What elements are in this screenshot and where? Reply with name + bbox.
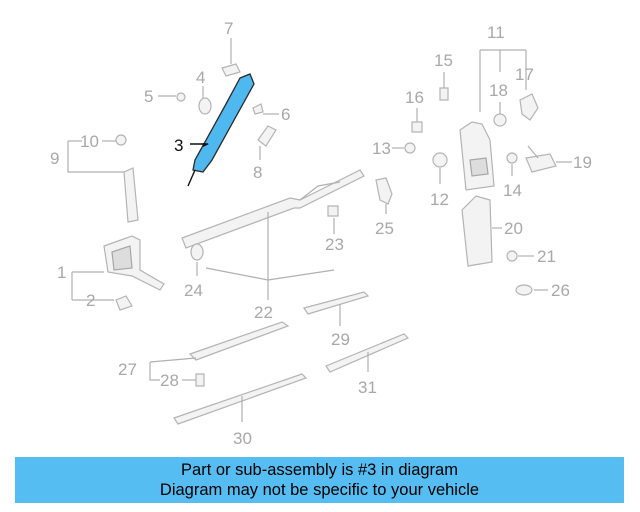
- callout-31: 31: [358, 378, 377, 397]
- part-13-nut: [392, 142, 416, 154]
- callout-14: 14: [503, 181, 522, 200]
- callout-19: 19: [573, 153, 592, 172]
- callout-9: 9: [50, 149, 59, 168]
- callout-24: 24: [184, 281, 203, 300]
- banner-line-2: Diagram may not be specific to your vehi…: [159, 481, 480, 499]
- part-18-bolt: [493, 102, 507, 127]
- parts-diagram: 3 7 4 5 6 8 9 10: [50, 19, 592, 448]
- callout-26: 26: [551, 281, 570, 300]
- callout-12: 12: [430, 190, 449, 209]
- callout-28: 28: [160, 371, 179, 390]
- info-banner: Part or sub-assembly is #3 in diagram Di…: [15, 457, 624, 503]
- callout-2: 2: [86, 291, 95, 310]
- callout-17: 17: [515, 65, 534, 84]
- part-5-clip: [158, 92, 186, 102]
- banner-line-1: Part or sub-assembly is #3 in diagram: [181, 461, 458, 479]
- part-3-pillar-trim[interactable]: [187, 73, 255, 187]
- part-31-step-plate: [325, 333, 410, 373]
- part-29-scuff-plate: [303, 291, 370, 326]
- callout-15: 15: [434, 51, 453, 70]
- part-24-grommet: [190, 243, 204, 276]
- part-16-retainer: [411, 108, 423, 133]
- part-17-anchor-cover: [519, 93, 539, 121]
- part-12-bolt: [432, 152, 448, 184]
- callout-23: 23: [325, 235, 344, 254]
- part-21-screw: [506, 250, 534, 262]
- callout-1: 1: [57, 263, 66, 282]
- callout-16: 16: [405, 88, 424, 107]
- part-14-screw: [506, 152, 518, 176]
- part-30-step-plate: [173, 373, 308, 425]
- part-6-screw: [252, 103, 279, 115]
- callout-18: 18: [489, 81, 508, 100]
- callout-11-bracket: [479, 49, 527, 112]
- part-4-bolt: [198, 86, 212, 115]
- part-25-bracket: [375, 177, 393, 214]
- part-9-pillar: [67, 140, 139, 223]
- callout-13: 13: [372, 139, 391, 158]
- callout-5: 5: [144, 87, 153, 106]
- part-27-sill-plate: [149, 321, 290, 381]
- part-15-clip: [439, 72, 449, 101]
- callout-29: 29: [331, 330, 350, 349]
- part-20-lower-trim: [461, 195, 502, 267]
- part-23-clip: [327, 205, 339, 234]
- part-7-clip: [221, 38, 241, 77]
- part-10-clip: [102, 134, 127, 146]
- callout-21: 21: [537, 247, 556, 266]
- callout-22: 22: [254, 303, 273, 322]
- part-2-clip: [72, 295, 133, 311]
- part-8-pad: [257, 125, 277, 160]
- part-b-pillar-upper: [459, 121, 495, 191]
- part-1-kick-panel: [71, 235, 165, 300]
- callout-20: 20: [504, 219, 523, 238]
- callout-25: 25: [375, 219, 394, 238]
- part-28-clip: [182, 373, 205, 387]
- part-22-side-trim: [181, 169, 365, 300]
- callout-7: 7: [224, 19, 233, 38]
- callout-8: 8: [253, 163, 262, 182]
- callout-10: 10: [80, 132, 99, 151]
- callout-3: 3: [174, 136, 183, 155]
- callout-30: 30: [233, 429, 252, 448]
- callout-6: 6: [281, 105, 290, 124]
- callout-27: 27: [118, 360, 137, 379]
- callout-11: 11: [487, 23, 505, 42]
- part-19-guide: [525, 145, 572, 173]
- callout-4: 4: [196, 68, 205, 87]
- part-26-cap: [515, 284, 548, 296]
